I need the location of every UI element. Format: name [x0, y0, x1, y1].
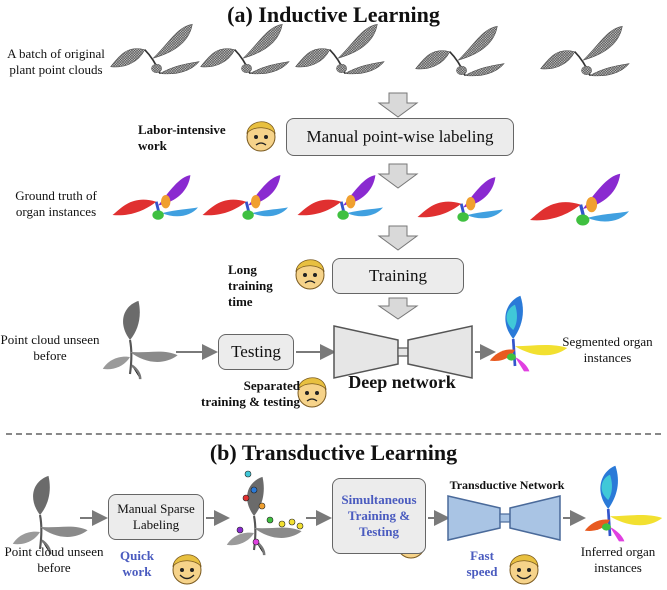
- happy-face-icon: [172, 554, 202, 585]
- unseen-label-a: Point cloud unseen before: [0, 332, 100, 363]
- ground-truth-plant: [296, 173, 385, 222]
- segmented-label: Segmented organ instances: [562, 334, 653, 365]
- long-training-note: Long training time: [228, 262, 273, 309]
- inferred-plant: [583, 464, 664, 543]
- happy-face-icon: [509, 554, 539, 585]
- fast-speed-note: Fast speed: [466, 548, 498, 579]
- inferred-label: Inferred organ instances: [580, 544, 656, 575]
- unseen-plant-gray: [101, 299, 179, 381]
- section-divider: [6, 433, 661, 435]
- sad-face-icon: [246, 121, 276, 152]
- sparse-labeled-plant: [225, 470, 304, 557]
- quick-work-note: Quick work: [120, 548, 154, 579]
- down-arrow: [377, 225, 419, 251]
- section-a-title: (a) Inductive Learning: [227, 2, 440, 27]
- deep-network-shape: [333, 325, 473, 379]
- testing-box: Testing: [218, 334, 294, 370]
- labor-note: Labor-intensive work: [138, 122, 226, 153]
- original-plant-cloud: [414, 25, 505, 77]
- manual-labeling-box: Manual point-wise labeling: [286, 118, 514, 156]
- ground-truth-plant: [416, 175, 505, 224]
- ground-truth-label: Ground truth of organ instances: [15, 188, 97, 219]
- sad-face-icon: [297, 377, 327, 408]
- simultaneous-box: Simultaneous Training & Testing: [332, 478, 426, 554]
- batch-label: A batch of original plant point clouds: [7, 46, 105, 77]
- sad-face-icon: [295, 259, 325, 290]
- original-plant-cloud: [539, 25, 630, 77]
- unseen-plant-gray: [11, 474, 89, 556]
- down-arrow: [377, 297, 419, 320]
- down-arrow: [377, 92, 419, 118]
- separated-note: Separated training & testing: [201, 378, 300, 409]
- deep-network-label: Deep network: [348, 372, 456, 392]
- ground-truth-plant: [201, 173, 290, 222]
- sparse-labeling-box: Manual Sparse Labeling: [108, 494, 204, 540]
- section-b-title: (b) Transductive Learning: [209, 440, 458, 465]
- ground-truth-plant: [111, 173, 200, 222]
- original-plant-cloud: [294, 23, 385, 75]
- original-plant-cloud: [109, 23, 200, 75]
- down-arrow: [377, 163, 419, 189]
- ground-truth-plant: [528, 172, 631, 228]
- transductive-network-shape: [447, 495, 561, 541]
- transductive-network-label: Transductive Network: [449, 478, 565, 492]
- original-plant-cloud: [199, 23, 290, 75]
- unseen-label-b: Point cloud unseen before: [4, 544, 104, 575]
- training-box: Training: [332, 258, 464, 294]
